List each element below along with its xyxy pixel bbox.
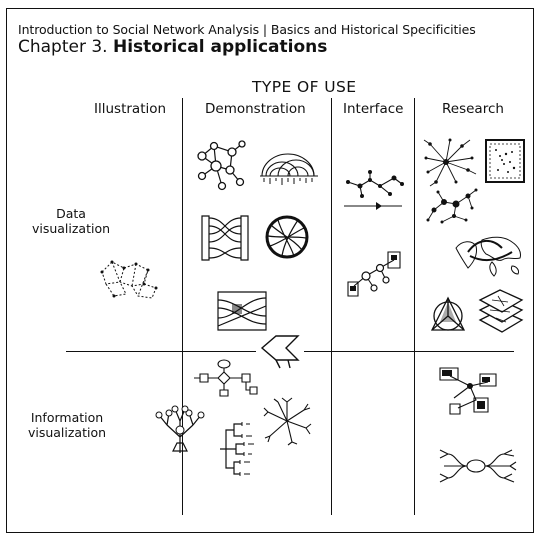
chapter-heading: Chapter 3. Historical applications [18, 37, 327, 57]
radial-tree-icon [262, 396, 312, 446]
axis-title: TYPE OF USE [252, 78, 357, 96]
world-map-flow-icon [452, 232, 528, 280]
column-header-illustration: Illustration [94, 101, 167, 117]
scatter-matrix-icon [484, 138, 526, 184]
row-label-line: visualization [31, 221, 111, 236]
row-label-line: Information [30, 410, 104, 425]
layered-planes-icon [478, 288, 524, 336]
flowchart-icon [190, 358, 260, 398]
grid-divider-vertical [331, 98, 332, 515]
alluvial-diagram-icon [200, 214, 250, 262]
grid-divider-vertical [182, 98, 183, 515]
mind-map-icon [436, 446, 518, 486]
dendrogram-icon [216, 422, 254, 476]
column-header-interface: Interface [343, 101, 404, 117]
row-label-line: visualization [27, 425, 107, 440]
image-network-icon [344, 248, 406, 304]
dense-network-icon [426, 188, 478, 224]
chapter-title: Historical applications [113, 37, 328, 57]
network-graph-icon [192, 140, 250, 192]
slide-frame [6, 8, 534, 533]
document-network-icon [436, 364, 500, 418]
arc-diagram-icon [258, 148, 320, 185]
family-tree-icon [155, 405, 205, 455]
row-label-line: Data [56, 206, 86, 221]
grid-divider-vertical [414, 98, 415, 515]
star-network-icon [422, 138, 478, 188]
column-header-demonstration: Demonstration [205, 101, 306, 117]
sankey-flow-icon [216, 290, 268, 332]
chord-diagram-icon [264, 214, 310, 260]
row-label-information-visualization: Information visualization [18, 410, 116, 440]
arrow-flow-icon [258, 332, 300, 370]
column-header-research: Research [442, 101, 504, 117]
grid-divider-horizontal [66, 351, 256, 352]
dotted-cluster-icon [100, 260, 158, 300]
grid-divider-horizontal [304, 351, 514, 352]
row-label-data-visualization: Data visualization [22, 206, 120, 236]
interactive-graph-icon [340, 170, 404, 210]
triangle-network-icon [426, 294, 470, 336]
chapter-prefix: Chapter 3. [18, 37, 113, 57]
course-title: Introduction to Social Network Analysis … [18, 22, 476, 37]
